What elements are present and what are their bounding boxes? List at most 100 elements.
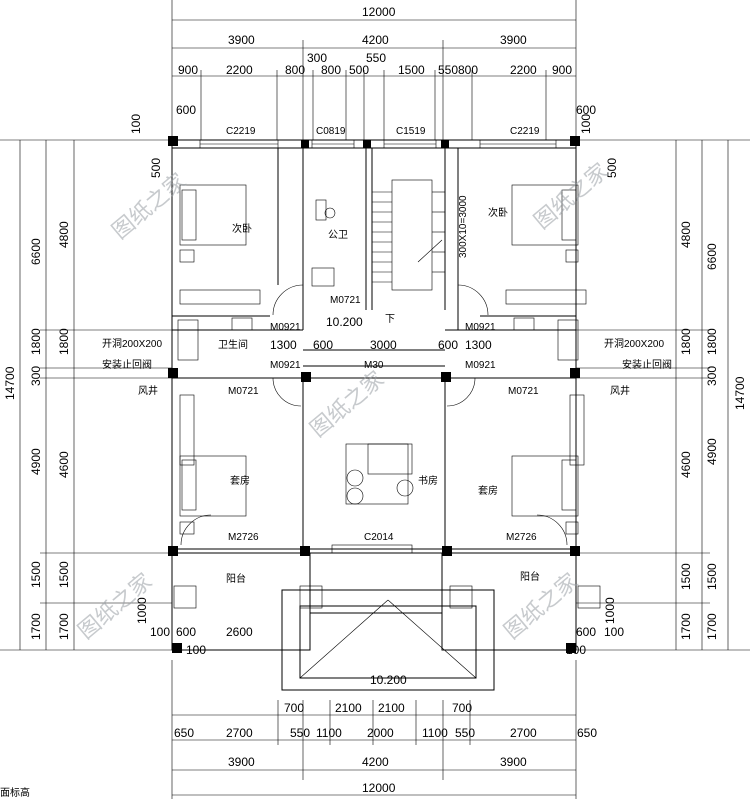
vent-note-right-2: 安装止回阀	[622, 358, 672, 371]
dim-right-300: 300	[705, 366, 719, 386]
dim-left-1700: 1700	[29, 613, 43, 640]
door-m0721-b: M0721	[228, 386, 259, 397]
bal-100-b: 100	[186, 643, 206, 657]
room-weisheng: 卫生间	[218, 338, 248, 351]
mid-600-a: 600	[313, 338, 333, 352]
dim-right-1500: 1500	[705, 563, 719, 590]
top-dimensions: 12000 3900 4200 3900 900 2200 800 300 80…	[171, 0, 577, 140]
dim-left-4900: 4900	[29, 448, 43, 475]
dim-top-4200: 4200	[362, 33, 389, 47]
dim-bot-3900-b: 3900	[500, 755, 527, 769]
balcony-grid	[171, 552, 601, 691]
dim-left-in-1700: 1700	[57, 613, 71, 640]
dim-top-total: 12000	[362, 5, 396, 19]
dim-500: 500	[349, 63, 369, 77]
door-m0921-a: M0921	[270, 322, 301, 333]
dim-bot-3900-a: 3900	[228, 755, 255, 769]
dim-bot-1100-b: 1100	[422, 726, 448, 740]
dim-550-b: 550	[438, 63, 458, 77]
dim-right-in-1800: 1800	[679, 328, 693, 355]
room-yangtai-right: 阳台	[520, 570, 540, 583]
dim-right-4800: 4800	[679, 221, 693, 248]
level-a: 10.200	[326, 315, 363, 329]
dim-right-4900: 4900	[705, 438, 719, 465]
dim-left-total: 14700	[3, 366, 17, 400]
dim-300: 300	[307, 51, 327, 65]
dim-right-in-1500: 1500	[679, 563, 693, 590]
dim-right-1800: 1800	[705, 328, 719, 355]
dim-bot-4200: 4200	[362, 755, 389, 769]
room-taofang-left: 套房	[230, 474, 250, 487]
bottom-dimensions: 700 2100 2100 700 650 2700 550 1100 2000…	[171, 660, 597, 799]
mid-1300-b: 1300	[465, 338, 492, 352]
door-m0921-d: M0921	[465, 360, 496, 371]
shaft-left: 风井	[138, 384, 158, 397]
dim-bot-2700-b: 2700	[510, 726, 537, 740]
mid-3000: 3000	[370, 338, 397, 352]
window-c1519: C1519	[396, 126, 426, 137]
bal-100-c: 100	[604, 625, 624, 639]
bal-600-b: 600	[576, 625, 596, 639]
dim-900-a: 900	[178, 63, 198, 77]
watermark-1: 图纸之家	[107, 168, 190, 244]
small-600-b: 600	[576, 103, 596, 117]
door-m2726-a: M2726	[228, 532, 259, 543]
dim-1500: 1500	[398, 63, 425, 77]
door-m0921-c: M0921	[270, 360, 301, 371]
room-ciwo-right: 次卧	[488, 206, 508, 219]
dim-bot-2100-b: 2100	[378, 701, 405, 715]
staircase: 下 300X10=3000	[372, 179, 469, 325]
dim-top-3900-right: 3900	[500, 33, 527, 47]
dim-top-3900-left: 3900	[228, 33, 255, 47]
small-500-b: 500	[605, 158, 619, 178]
doors	[180, 284, 568, 546]
dim-800-b: 800	[321, 63, 341, 77]
mid-600-b: 600	[438, 338, 458, 352]
shaft-right: 风井	[610, 384, 630, 397]
dim-left-in-1500: 1500	[57, 561, 71, 588]
window-c2014: C2014	[364, 532, 394, 543]
dim-bot-total: 12000	[362, 781, 396, 795]
dim-left-1800: 1800	[29, 328, 43, 355]
watermark-2: 图纸之家	[529, 158, 612, 234]
dim-left-4600: 4600	[57, 451, 71, 478]
window-c2219-a: C2219	[226, 126, 256, 137]
bal-600-a: 600	[176, 625, 196, 639]
window-c0819: C0819	[316, 126, 346, 137]
watermark-5: 图纸之家	[499, 568, 582, 644]
stair-dim: 300X10=3000	[458, 195, 469, 258]
small-100-a: 100	[129, 114, 143, 134]
room-taofang-right: 套房	[478, 484, 498, 497]
room-ciwo-left: 次卧	[232, 222, 252, 235]
mid-1300-a: 1300	[270, 338, 297, 352]
dim-bot-2000: 2000	[367, 726, 394, 740]
stair-down-label: 下	[385, 314, 395, 325]
bal-1000-b: 1000	[603, 597, 617, 624]
dim-bot-550-b: 550	[455, 726, 475, 740]
dim-right-1700: 1700	[705, 613, 719, 640]
level-b: 10.200	[370, 673, 407, 687]
furniture	[177, 184, 587, 535]
dim-bot-700-b: 700	[452, 701, 472, 715]
bal-100-a: 100	[150, 625, 170, 639]
dim-800-c: 800	[458, 63, 478, 77]
left-dimensions: 14700 6600 1800 300 4900 1500 1700 4800 …	[0, 139, 172, 651]
small-100-b: 100	[579, 114, 593, 134]
dim-left-6600: 6600	[29, 238, 43, 265]
vent-note-right: 开洞200X200	[604, 338, 664, 350]
dim-bot-550-a: 550	[290, 726, 310, 740]
bal-100-d: 100	[566, 643, 586, 657]
interior-walls	[172, 148, 576, 549]
door-m0921-b: M0921	[465, 322, 496, 333]
vent-note-left: 开洞200X200	[102, 338, 162, 350]
window-c2219-b: C2219	[510, 126, 540, 137]
small-600-a: 600	[176, 103, 196, 117]
dim-right-4600: 4600	[679, 451, 693, 478]
dim-2200-a: 2200	[226, 63, 253, 77]
watermark-3: 图纸之家	[305, 366, 388, 442]
dim-900-b: 900	[552, 63, 572, 77]
dim-bot-1100-a: 1100	[316, 726, 342, 740]
windows	[199, 139, 557, 554]
dim-left-1500: 1500	[29, 561, 43, 588]
